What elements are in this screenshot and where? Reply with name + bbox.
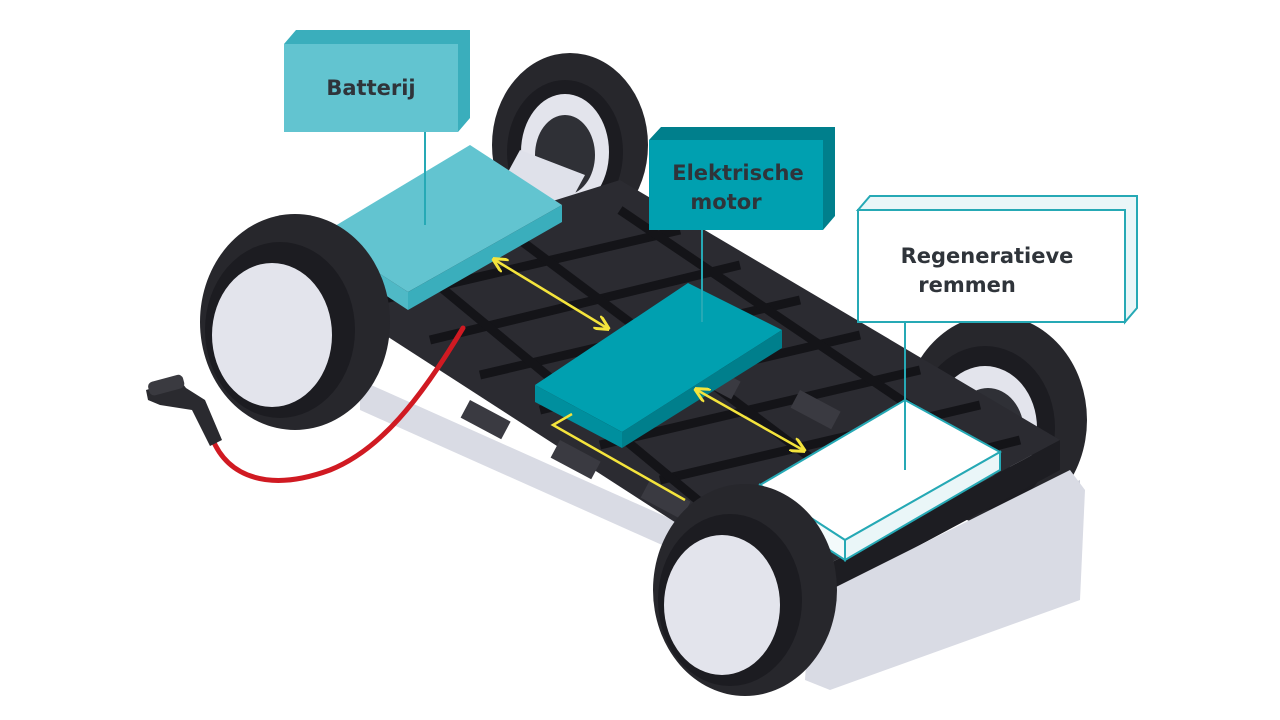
front-left-wheel (653, 484, 837, 696)
charging-cable (146, 325, 466, 483)
battery-label: Batterij (284, 30, 470, 132)
double-arrow-icon (495, 260, 607, 328)
brakes-label-line1: Regeneratieve (901, 244, 1074, 268)
front-bumper (805, 470, 1085, 690)
charging-plug-icon (146, 374, 222, 446)
brakes-label: Regeneratieve remmen (855, 195, 1138, 325)
brakes-label-line2: remmen (918, 273, 1016, 297)
energy-flow-arrows (495, 260, 803, 502)
motor-label-line2: motor (690, 190, 762, 214)
double-arrow-icon (697, 390, 803, 450)
rear-left-wheel (200, 214, 390, 430)
leader-lines (424, 132, 906, 470)
motor-label-line1: Elektrische (672, 161, 804, 185)
motor-label: Elektrische motor (649, 127, 835, 230)
energy-path-line (550, 412, 686, 502)
battery-label-text: Batterij (326, 76, 415, 100)
